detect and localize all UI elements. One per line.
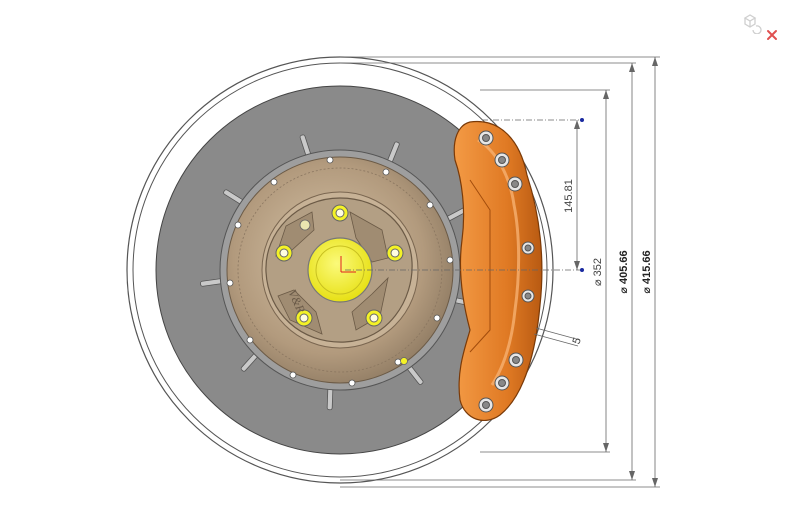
view-tools [741,12,781,48]
dimension-disc-diameter[interactable]: ⌀ 405.66 [618,250,630,293]
lug-studs [275,204,404,327]
brake-caliper [453,120,543,421]
dimension-pad-diameter[interactable]: ⌀ 352 [592,258,604,286]
dimension-offset[interactable]: 145.81 [563,179,575,213]
dimension-arrows [574,57,658,487]
hat-bolt-holes [226,156,454,387]
dimension-points [580,118,584,272]
hub-center [307,237,373,303]
close-icon[interactable] [765,28,779,42]
origin-axis [340,256,356,273]
dimension-gap[interactable]: 5 [570,336,583,346]
dimension-lines [340,56,660,488]
caliper-bolts [478,130,535,413]
rotate-view-icon[interactable] [741,12,763,34]
dimension-outer-diameter[interactable]: ⌀ 415.66 [641,250,653,293]
hub-mount: V&R [265,197,413,365]
